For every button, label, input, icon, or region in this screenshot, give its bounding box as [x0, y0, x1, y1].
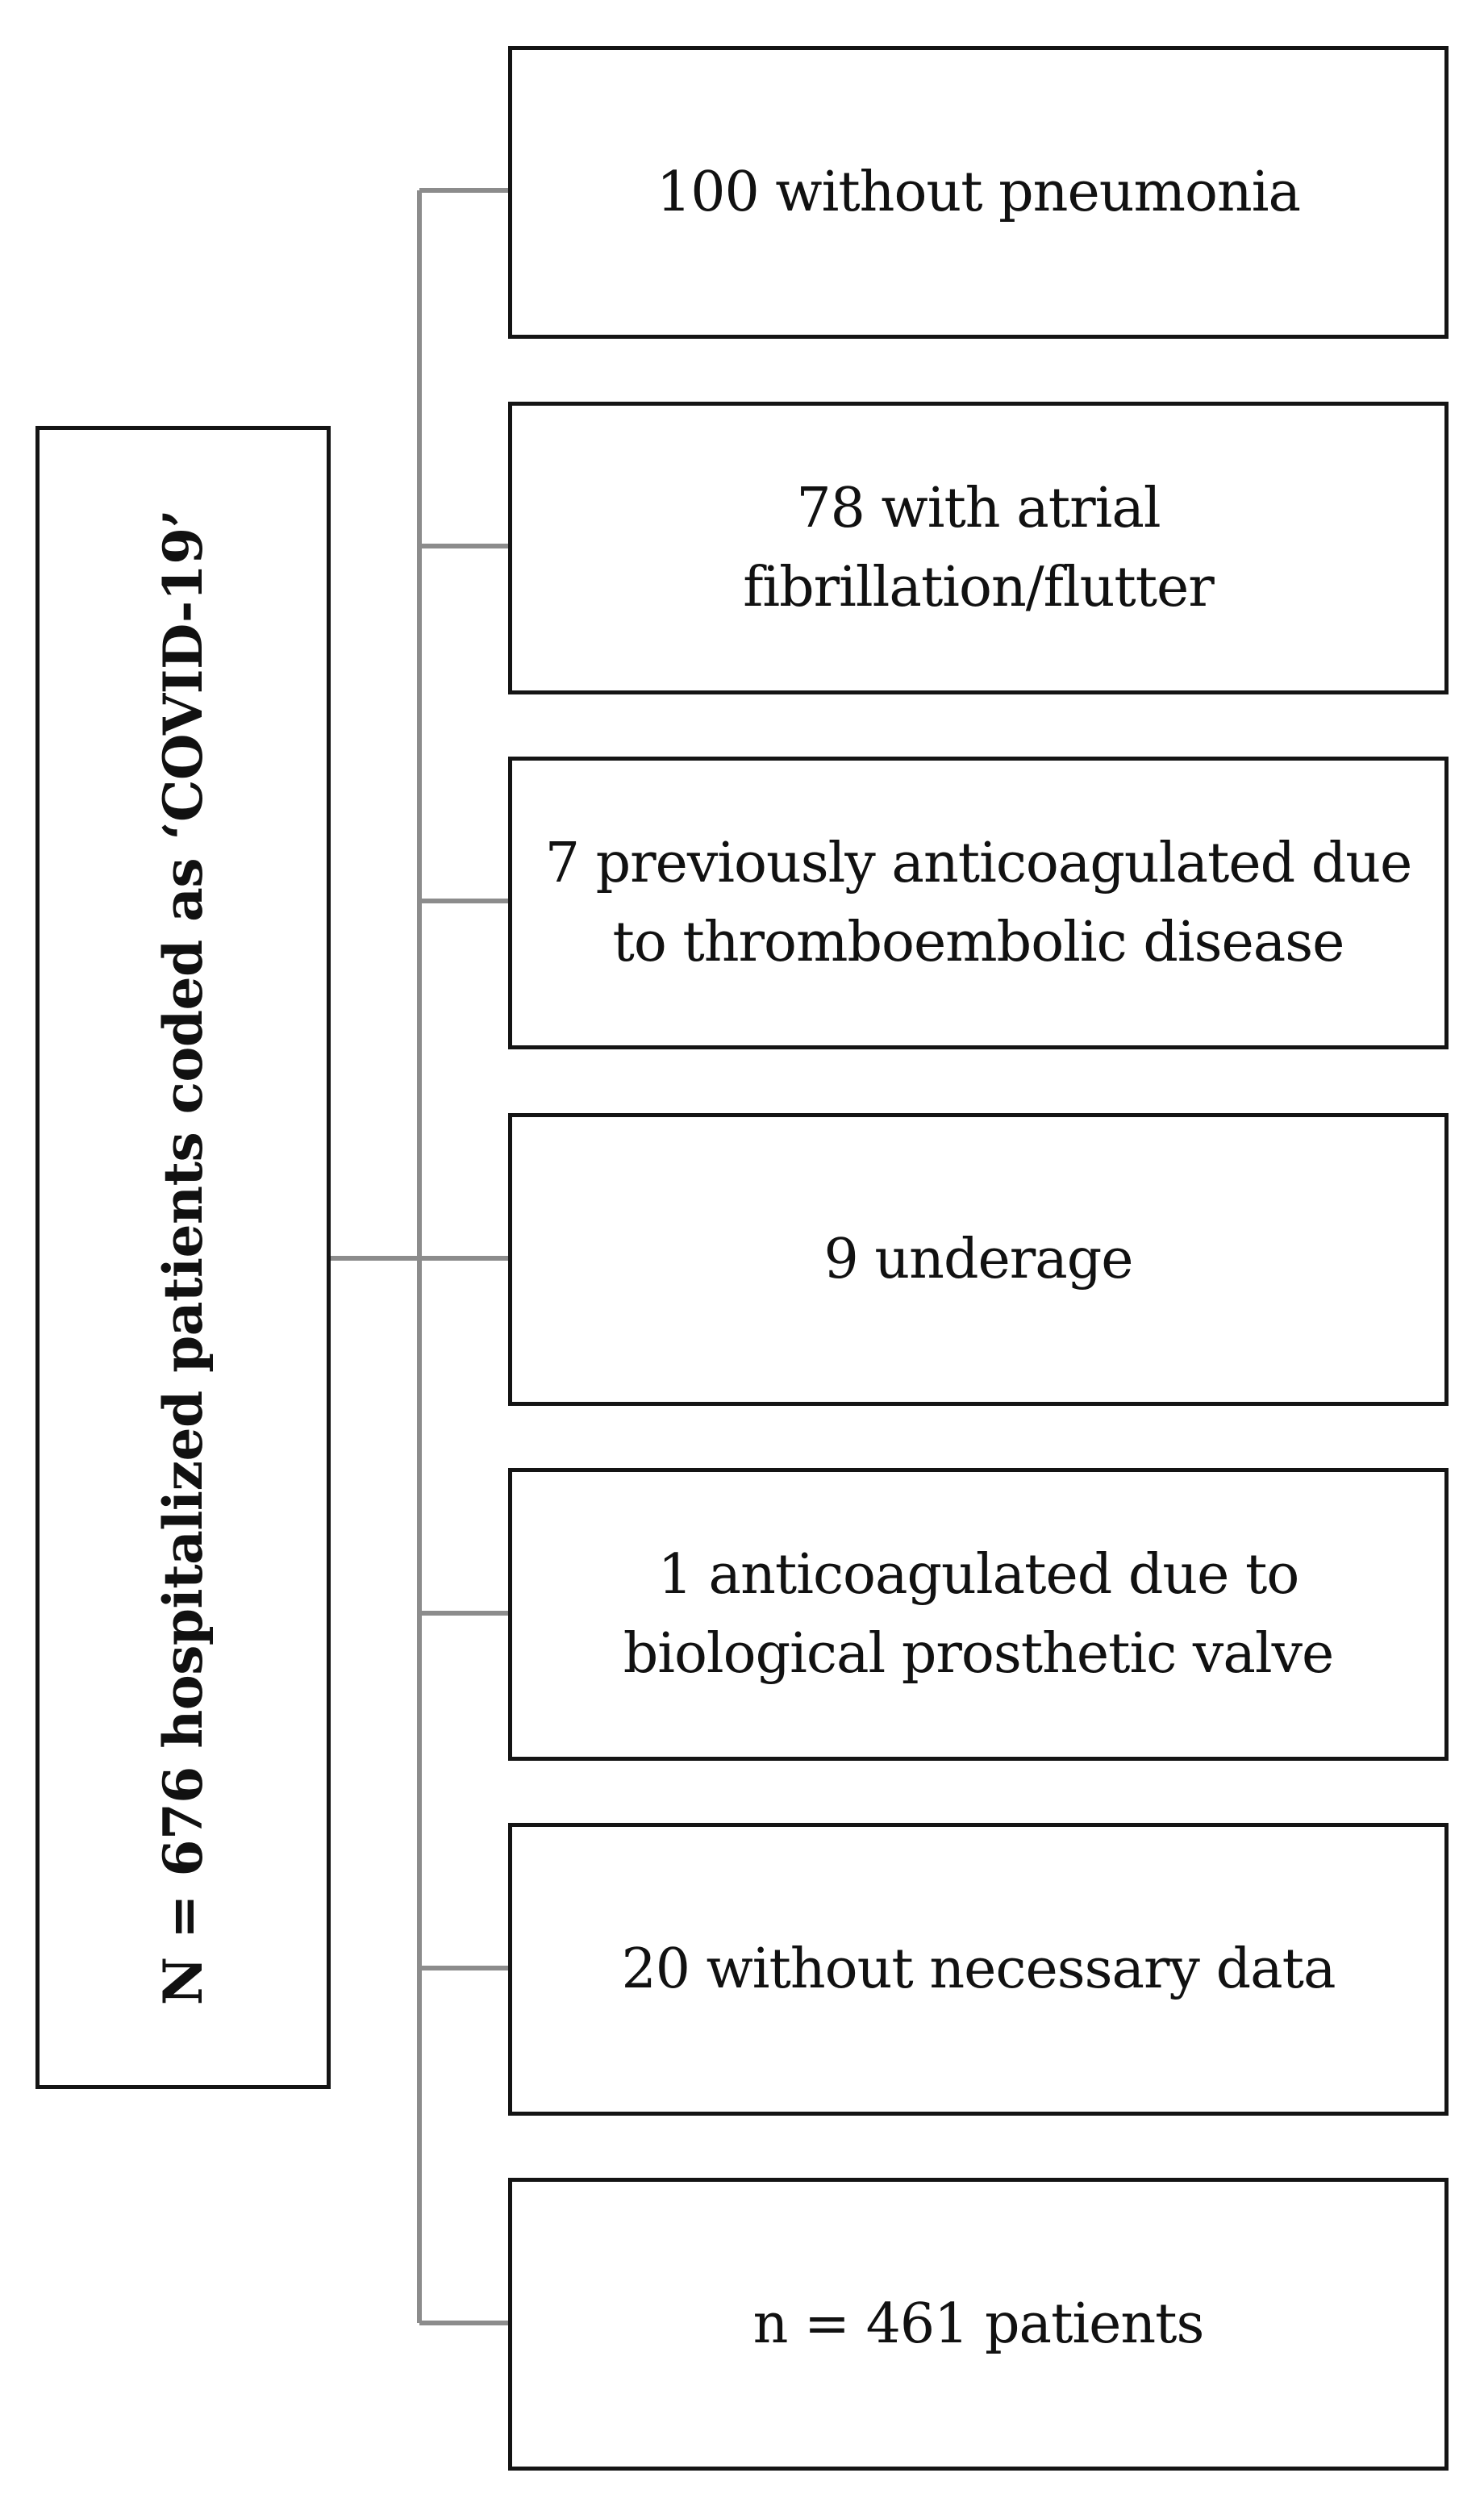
exclusion-box-2: 78 with atrial fibrillation/flutter	[508, 402, 1449, 694]
exclusion-label: 20 without necessary data	[621, 1937, 1336, 2001]
exclusion-label: 7 previously anticoagulated due to throm…	[544, 831, 1413, 974]
exclusion-label: 100 without pneumonia	[656, 160, 1301, 224]
exclusion-box-5: 1 anticoagulated due to biological prost…	[508, 1468, 1449, 1761]
source-label: N = 676 hospitalized patients coded as ‘…	[152, 509, 215, 2006]
exclusion-box-6: 20 without necessary data	[508, 1823, 1449, 2116]
exclusion-label: 78 with atrial fibrillation/flutter	[743, 476, 1215, 619]
result-box: n = 461 patients	[508, 2178, 1449, 2471]
result-label: n = 461 patients	[752, 2292, 1205, 2356]
exclusion-box-3: 7 previously anticoagulated due to throm…	[508, 757, 1449, 1049]
exclusion-box-4: 9 underage	[508, 1113, 1449, 1406]
source-box: N = 676 hospitalized patients coded as ‘…	[35, 426, 331, 2089]
exclusion-label: 9 underage	[823, 1227, 1133, 1291]
exclusion-box-1: 100 without pneumonia	[508, 46, 1449, 339]
exclusion-label: 1 anticoagulated due to biological prost…	[623, 1542, 1335, 1686]
